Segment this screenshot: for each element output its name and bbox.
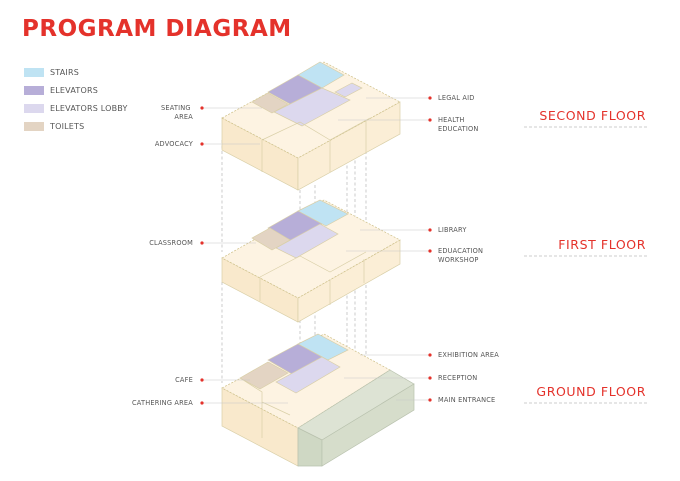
library-marker (428, 228, 432, 232)
second-floor-lobby-extension (334, 82, 363, 98)
legend-label: STAIRS (50, 67, 80, 77)
second-floor-name: SECOND FLOOR (539, 108, 646, 123)
legal-aid-marker (428, 96, 432, 100)
legend-item-stairs: STAIRS (24, 63, 128, 81)
floor-names: SECOND FLOOR FIRST FLOOR GROUND FLOOR (524, 108, 648, 404)
first-floor-block (221, 199, 401, 323)
first-floor-toilets (251, 227, 291, 251)
page-title: PROGRAM DIAGRAM (22, 16, 292, 42)
elevators-lobby-swatch (24, 103, 44, 113)
main-entrance-marker (428, 398, 432, 402)
exhibition-area-label: EXHIBITION AREA (438, 351, 499, 359)
ground-floor-name: GROUND FLOOR (536, 384, 646, 399)
reception-marker (428, 376, 432, 380)
legend-item-elevators-lobby: ELEVATORS LOBBY (24, 99, 128, 117)
cathering-area-marker (200, 401, 204, 405)
elevators-swatch (24, 85, 44, 95)
legal-aid-label: LEGAL AID (438, 94, 475, 102)
legend: STAIRS ELEVATORS ELEVATORS LOBBY TOILETS (24, 63, 128, 135)
exhibition-area-marker (428, 353, 432, 357)
classroom-label: CLASSROOM (149, 239, 193, 247)
second-floor-toilets (251, 92, 289, 114)
classroom-marker (200, 241, 204, 245)
advocacy-marker (200, 142, 204, 146)
main-entrance-side (321, 383, 415, 467)
seating-area-label: SEATING AREA (161, 104, 193, 121)
legend-label: ELEVATORS LOBBY (50, 103, 128, 113)
legend-item-toilets: TOILETS (24, 117, 128, 135)
legend-label: TOILETS (50, 121, 85, 131)
cafe-marker (200, 378, 204, 382)
annotations: SEATING AREA ADVOCACY LEGAL AID HEALTH E… (132, 94, 499, 407)
first-floor-name: FIRST FLOOR (558, 237, 646, 252)
legend-label: ELEVATORS (50, 85, 98, 95)
second-floor-block (221, 61, 401, 191)
ground-floor-elevators-lobby (275, 356, 341, 394)
toilets-swatch (24, 121, 44, 131)
health-education-marker (428, 118, 432, 122)
cafe-label: CAFE (175, 376, 193, 384)
reception-label: RECEPTION (438, 374, 477, 382)
advocacy-label: ADVOCACY (155, 140, 194, 148)
ground-floor-toilets (239, 361, 289, 390)
library-label: LIBRARY (438, 226, 467, 234)
stairs-swatch (24, 67, 44, 77)
cathering-area-label: CATHERING AREA (132, 399, 193, 407)
education-workshop-label: EDUACATION WORKSHOP (438, 247, 485, 264)
first-floor-elevators-lobby (275, 223, 339, 259)
health-education-label: HEALTH EDUCATION (438, 116, 479, 133)
main-entrance-label: MAIN ENTRANCE (438, 396, 495, 404)
legend-item-elevators: ELEVATORS (24, 81, 128, 99)
second-floor-elevators-lobby (273, 87, 351, 127)
ground-floor-block (221, 333, 415, 467)
seating-area-marker (200, 106, 204, 110)
education-workshop-marker (428, 249, 432, 253)
